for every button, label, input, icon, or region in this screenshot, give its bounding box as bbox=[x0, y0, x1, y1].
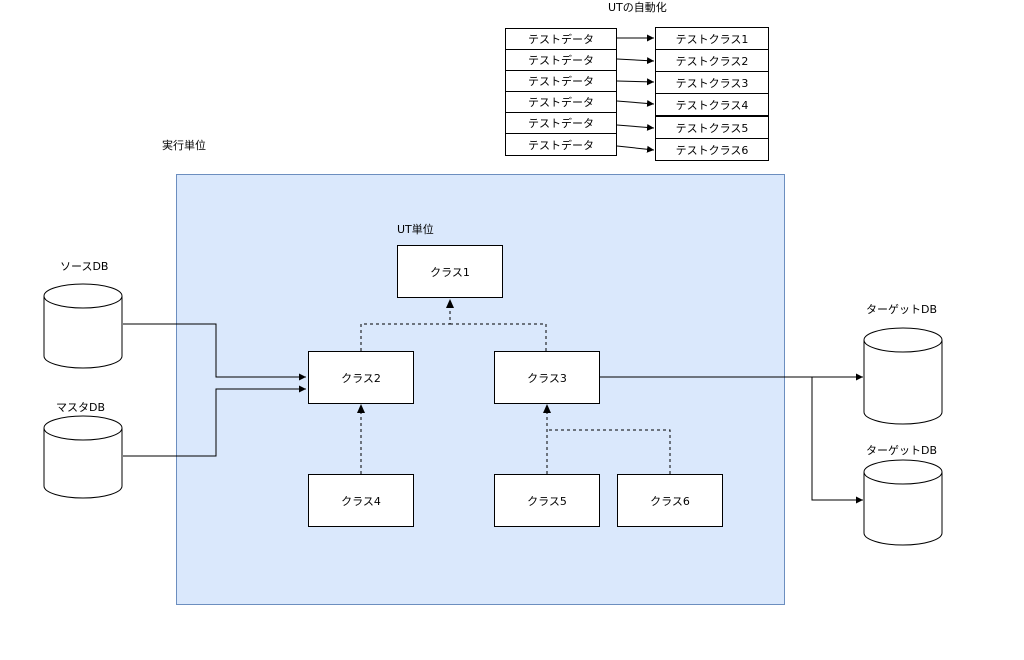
source-db-label: ソースDB bbox=[60, 260, 109, 273]
master-db-connector bbox=[123, 385, 306, 457]
test-arrow-3 bbox=[616, 78, 655, 86]
test-arrow-4 bbox=[616, 99, 655, 107]
class1-box: クラス1 bbox=[397, 245, 503, 298]
test-arrow-2 bbox=[616, 57, 655, 65]
test-class-1-box: テストクラス1 bbox=[655, 27, 769, 50]
master-db-label: マスタDB bbox=[56, 401, 106, 414]
test-class-2-box: テストクラス2 bbox=[655, 49, 769, 72]
target-db2-cylinder bbox=[863, 459, 943, 546]
test-data-row: テストデータ bbox=[506, 71, 616, 92]
test-data-row: テストデータ bbox=[506, 50, 616, 71]
automation-title: UTの自動化 bbox=[608, 1, 667, 14]
test-class-3-box: テストクラス3 bbox=[655, 71, 769, 94]
source-db-connector bbox=[123, 323, 306, 381]
arrowhead-class3 bbox=[543, 404, 551, 413]
class3-box: クラス3 bbox=[494, 351, 600, 404]
target-db1-label: ターゲットDB bbox=[866, 303, 938, 316]
class2-box: クラス2 bbox=[308, 351, 414, 404]
class6-box: クラス6 bbox=[617, 474, 723, 527]
class4-box: クラス4 bbox=[308, 474, 414, 527]
source-db-cylinder bbox=[43, 283, 123, 369]
test-data-row: テストデータ bbox=[506, 92, 616, 113]
test-class-4-box: テストクラス4 bbox=[655, 93, 769, 116]
test-class-6-box: テストクラス6 bbox=[655, 138, 769, 161]
class6-to-class3-dashed bbox=[547, 429, 671, 474]
master-db-cylinder bbox=[43, 415, 123, 499]
test-class-5-box: テストクラス5 bbox=[655, 116, 769, 139]
test-mapping-arrows bbox=[616, 34, 655, 153]
target-db2-connector bbox=[811, 377, 863, 504]
target-db2-label: ターゲットDB bbox=[866, 444, 938, 457]
test-data-row: テストデータ bbox=[528, 138, 594, 152]
arrowhead-class2 bbox=[357, 404, 365, 413]
target-db1-cylinder bbox=[863, 327, 943, 425]
test-data-row: テストデータ bbox=[506, 29, 616, 50]
class2-to-class1-dashed bbox=[360, 301, 451, 351]
execution-unit-title: 実行単位 bbox=[162, 139, 206, 152]
test-arrow-5 bbox=[616, 123, 655, 131]
test-data-table: テストデータ テストデータ テストデータ テストデータ テストデータ テストデー… bbox=[505, 28, 617, 156]
arrowhead-class1 bbox=[446, 299, 454, 308]
class5-box: クラス5 bbox=[494, 474, 600, 527]
test-arrow-6 bbox=[616, 145, 655, 153]
ut-unit-title: UT単位 bbox=[397, 223, 434, 236]
test-data-row: テストデータ bbox=[506, 113, 616, 134]
class3-to-class1-dashed bbox=[450, 323, 547, 351]
